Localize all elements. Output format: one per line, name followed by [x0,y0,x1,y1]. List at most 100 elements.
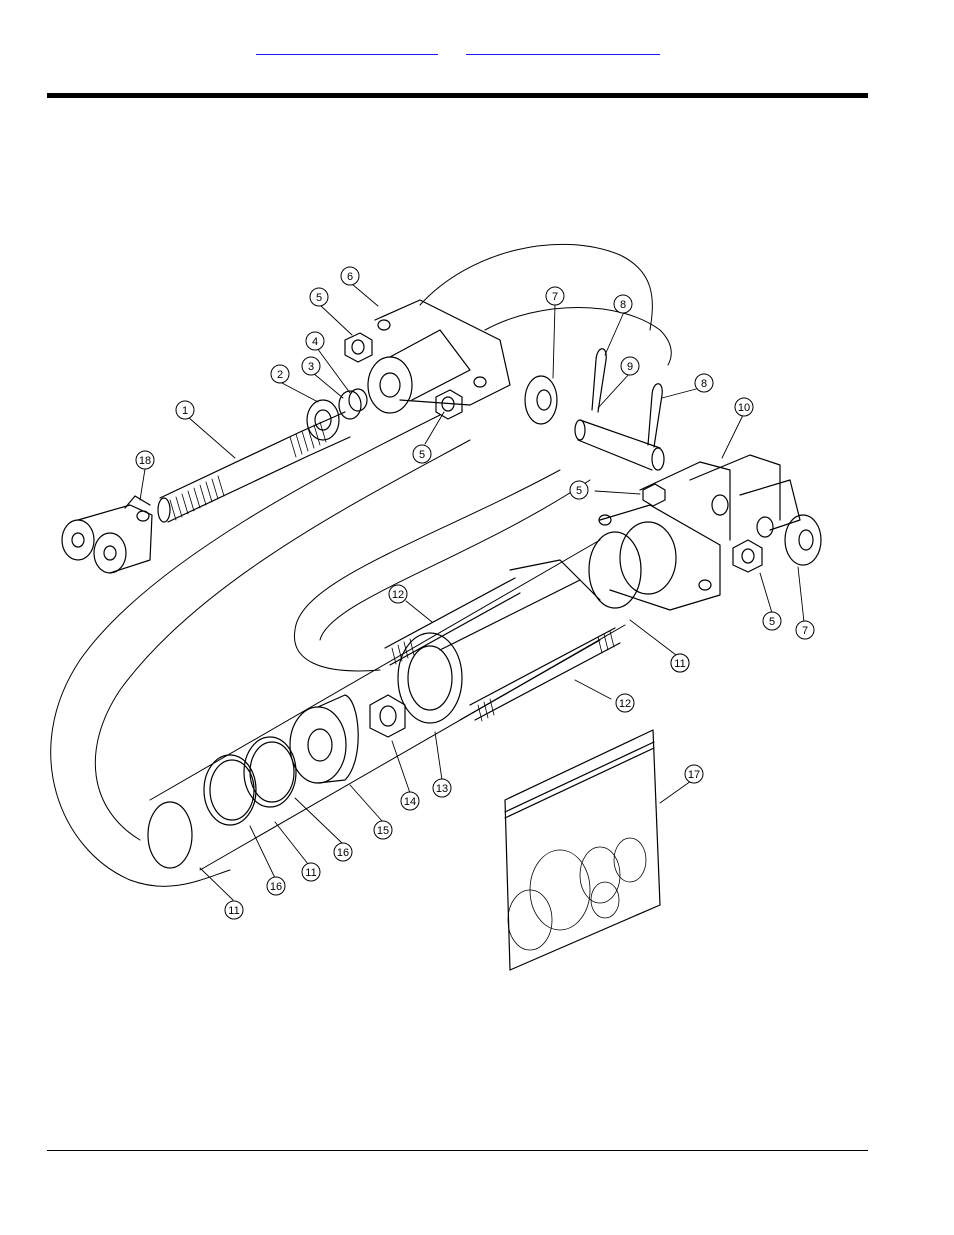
callout-circle [388,584,408,604]
rings-parts-3-4 [338,388,368,420]
piston-part-15 [289,694,359,784]
callout-7: 7 [545,286,565,306]
callout-number: 10 [738,402,750,414]
callout-circle [224,900,244,920]
callout-circle [305,331,325,351]
callout-number: 7 [802,625,808,637]
callout-number: 12 [619,698,631,710]
callout-1: 1 [175,400,195,420]
callout-circle [309,287,329,307]
callout-labels: 1234555567788910111111111212131415161617… [135,266,815,920]
end-cap-part-11-a [588,504,721,611]
footer-rule [47,1150,868,1151]
nut-part-5-a [344,332,373,363]
callout-number: 5 [769,616,775,628]
callout-circle [270,364,290,384]
callout-number: 16 [337,847,349,859]
nut-part-5-b [435,389,463,420]
callout-circle [734,397,754,417]
callout-number: 8 [620,299,626,311]
callout-number: 11 [674,658,685,670]
callout-circle [613,294,633,314]
callout-12: 12 [615,693,635,713]
callout-circle [301,356,321,376]
callout-number: 5 [576,485,582,497]
callout-circle [762,611,782,631]
callout-number: 11 [305,867,316,879]
nut-part-5-c [642,483,666,507]
callout-4: 4 [305,331,325,351]
callout-circle [694,373,714,393]
callout-circle [545,286,565,306]
callout-8: 8 [694,373,714,393]
nav-link-2[interactable] [466,36,660,55]
callout-16: 16 [333,842,353,862]
barrel-end-part-11 [147,801,193,869]
callout-circle [412,444,432,464]
seal-kit-bag-part-17 [504,729,661,971]
callout-circle [333,842,353,862]
cotter-pin-part-8-a [591,348,607,413]
base-part-10 [639,454,801,541]
callout-9: 9 [620,356,640,376]
callout-number: 7 [552,291,558,303]
callout-number: 6 [347,271,353,283]
leader-lines [139,283,805,901]
callout-13: 13 [432,778,452,798]
callout-number: 3 [308,361,314,373]
callout-5: 5 [569,480,589,500]
callout-number: 13 [436,783,448,795]
callout-11: 11 [224,900,244,920]
callout-number: 8 [701,378,707,390]
callout-circle [135,450,155,470]
callout-number: 5 [316,292,322,304]
callout-circle [175,400,195,420]
callout-7: 7 [795,620,815,640]
callout-number: 2 [277,369,283,381]
callout-12: 12 [388,584,408,604]
callout-circle [373,820,393,840]
cotter-pin-part-8-b [647,383,663,448]
header-rule [47,93,868,98]
callout-2: 2 [270,364,290,384]
callout-8: 8 [613,294,633,314]
washer-part-7-a [524,375,558,425]
callout-number: 5 [419,449,425,461]
callout-15: 15 [373,820,393,840]
callout-11: 11 [301,862,321,882]
callout-number: 14 [404,796,416,808]
seal-part-16-b [243,736,297,808]
callout-number: 12 [392,589,404,601]
callout-5: 5 [762,611,782,631]
callout-16: 16 [266,876,286,896]
callout-number: 18 [139,455,151,467]
gland-part-6 [367,299,511,414]
callout-number: 17 [688,769,700,781]
callout-14: 14 [400,791,420,811]
callout-number: 11 [228,905,239,917]
callout-number: 15 [377,825,389,837]
callout-circle [684,764,704,784]
callout-circle [400,791,420,811]
callout-5: 5 [309,287,329,307]
nav-link-1[interactable] [256,36,438,55]
tie-rod-part-12-a [384,577,521,666]
callout-circle [670,653,690,673]
washer-part-2 [306,399,340,441]
callout-10: 10 [734,397,754,417]
callout-6: 6 [340,266,360,286]
callout-number: 1 [182,405,188,417]
callout-number: 9 [627,361,633,373]
rod-part-1 [157,411,351,523]
callout-circle [615,693,635,713]
callout-18: 18 [135,450,155,470]
callout-11: 11 [670,653,690,673]
nut-part-5-d [732,539,763,573]
callout-number: 16 [270,881,282,893]
callout-circle [569,480,589,500]
washer-part-7-b [784,514,822,566]
barrel-part-13 [397,559,601,724]
callout-circle [266,876,286,896]
pin-part-9 [574,419,665,471]
